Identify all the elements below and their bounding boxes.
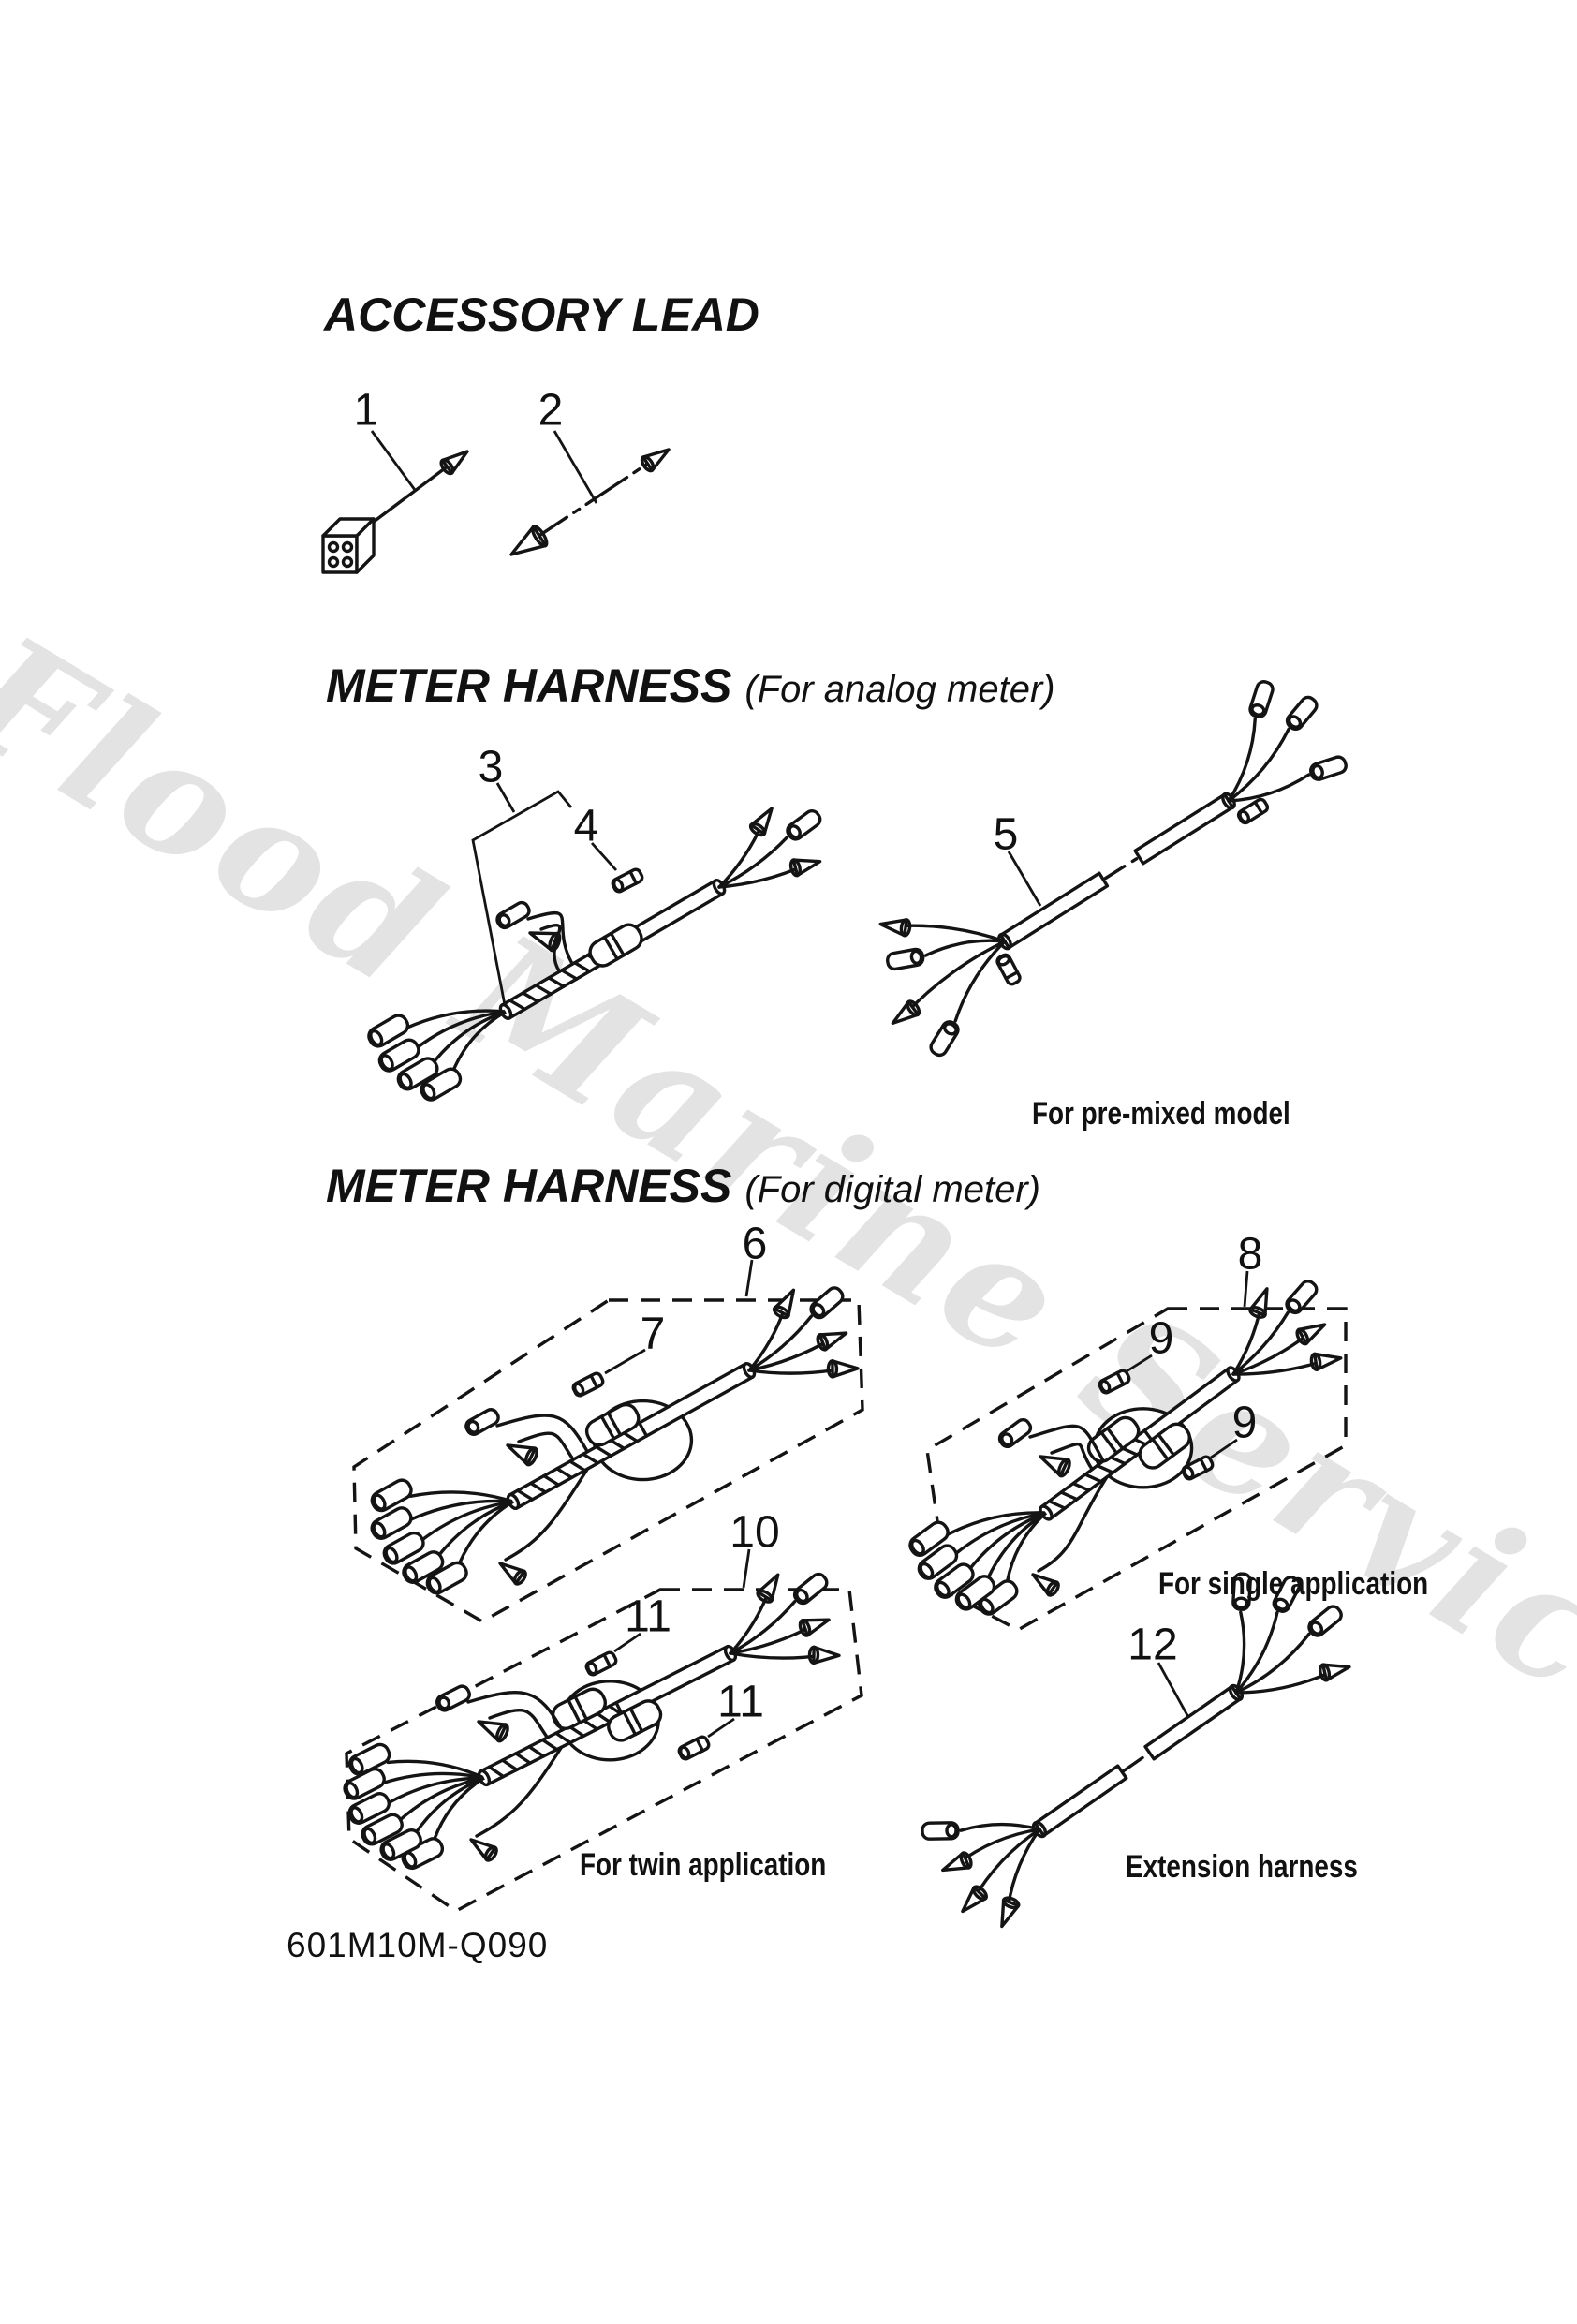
digital-harness-box-10-twin — [345, 1588, 863, 1913]
part-number-callout: 10 — [730, 1507, 780, 1558]
accessory-lead-plug-drawing — [321, 461, 454, 574]
part-number-callout: 8 — [1237, 1229, 1263, 1280]
section-qualifier-digital: (For digital meter) — [744, 1169, 1040, 1210]
section-title-meter-harness-digital: METER HARNESS — [326, 1160, 732, 1212]
section-heading-digital: METER HARNESS (For digital meter) — [326, 1159, 1040, 1213]
section-qualifier-analog: (For analog meter) — [744, 669, 1055, 710]
pre-mixed-harness-drawing — [878, 680, 1348, 1058]
part-number-callout: 6 — [742, 1219, 768, 1269]
part-number-callout: 11 — [717, 1677, 764, 1727]
section-title-meter-harness-analog: METER HARNESS — [326, 659, 732, 712]
part-number-callout: 9 — [1148, 1313, 1174, 1364]
accessory-lead-wire-drawing — [524, 455, 659, 546]
accessory-lead-arrows — [439, 448, 671, 556]
digital-harness-box-6 — [352, 1298, 864, 1623]
section-heading-analog: METER HARNESS (For analog meter) — [326, 659, 1055, 713]
section-title-accessory-lead: ACCESSORY LEAD — [324, 289, 759, 341]
digital-harness-box-8-single — [925, 1307, 1348, 1632]
caption-single-application: For single application — [1158, 1566, 1429, 1602]
caption-extension-harness: Extension harness — [1126, 1849, 1358, 1885]
digital-harness-6-drawing — [370, 1286, 860, 1595]
caption-twin-application: For twin application — [580, 1847, 827, 1883]
digital-harness-10-drawing — [343, 1572, 841, 1871]
part-number-callout: 5 — [993, 809, 1019, 860]
digital-harness-8-drawing — [908, 1280, 1343, 1616]
part-number-callout: 3 — [478, 742, 504, 792]
part-number-callout: 11 — [625, 1591, 671, 1642]
option-boxes — [345, 1298, 1348, 1913]
part-number-callout: 7 — [640, 1309, 666, 1359]
extension-harness-drawing — [921, 1572, 1351, 1929]
part-number-callout: 2 — [538, 385, 564, 436]
caption-pre-mixed-model: For pre-mixed model — [1032, 1096, 1290, 1132]
part-number-callout: 12 — [1127, 1620, 1178, 1670]
part-number-callout: 4 — [573, 801, 599, 851]
document-code: 601M10M-Q090 — [287, 1926, 549, 1964]
harness-drawings — [343, 448, 1351, 1929]
callout-leader-lines — [370, 430, 1249, 1739]
part-number-callout: 1 — [353, 385, 379, 436]
analog-meter-harness-drawing — [367, 807, 822, 1102]
blind-cap-connectors — [571, 867, 1215, 1761]
part-number-callout: 9 — [1231, 1398, 1258, 1448]
